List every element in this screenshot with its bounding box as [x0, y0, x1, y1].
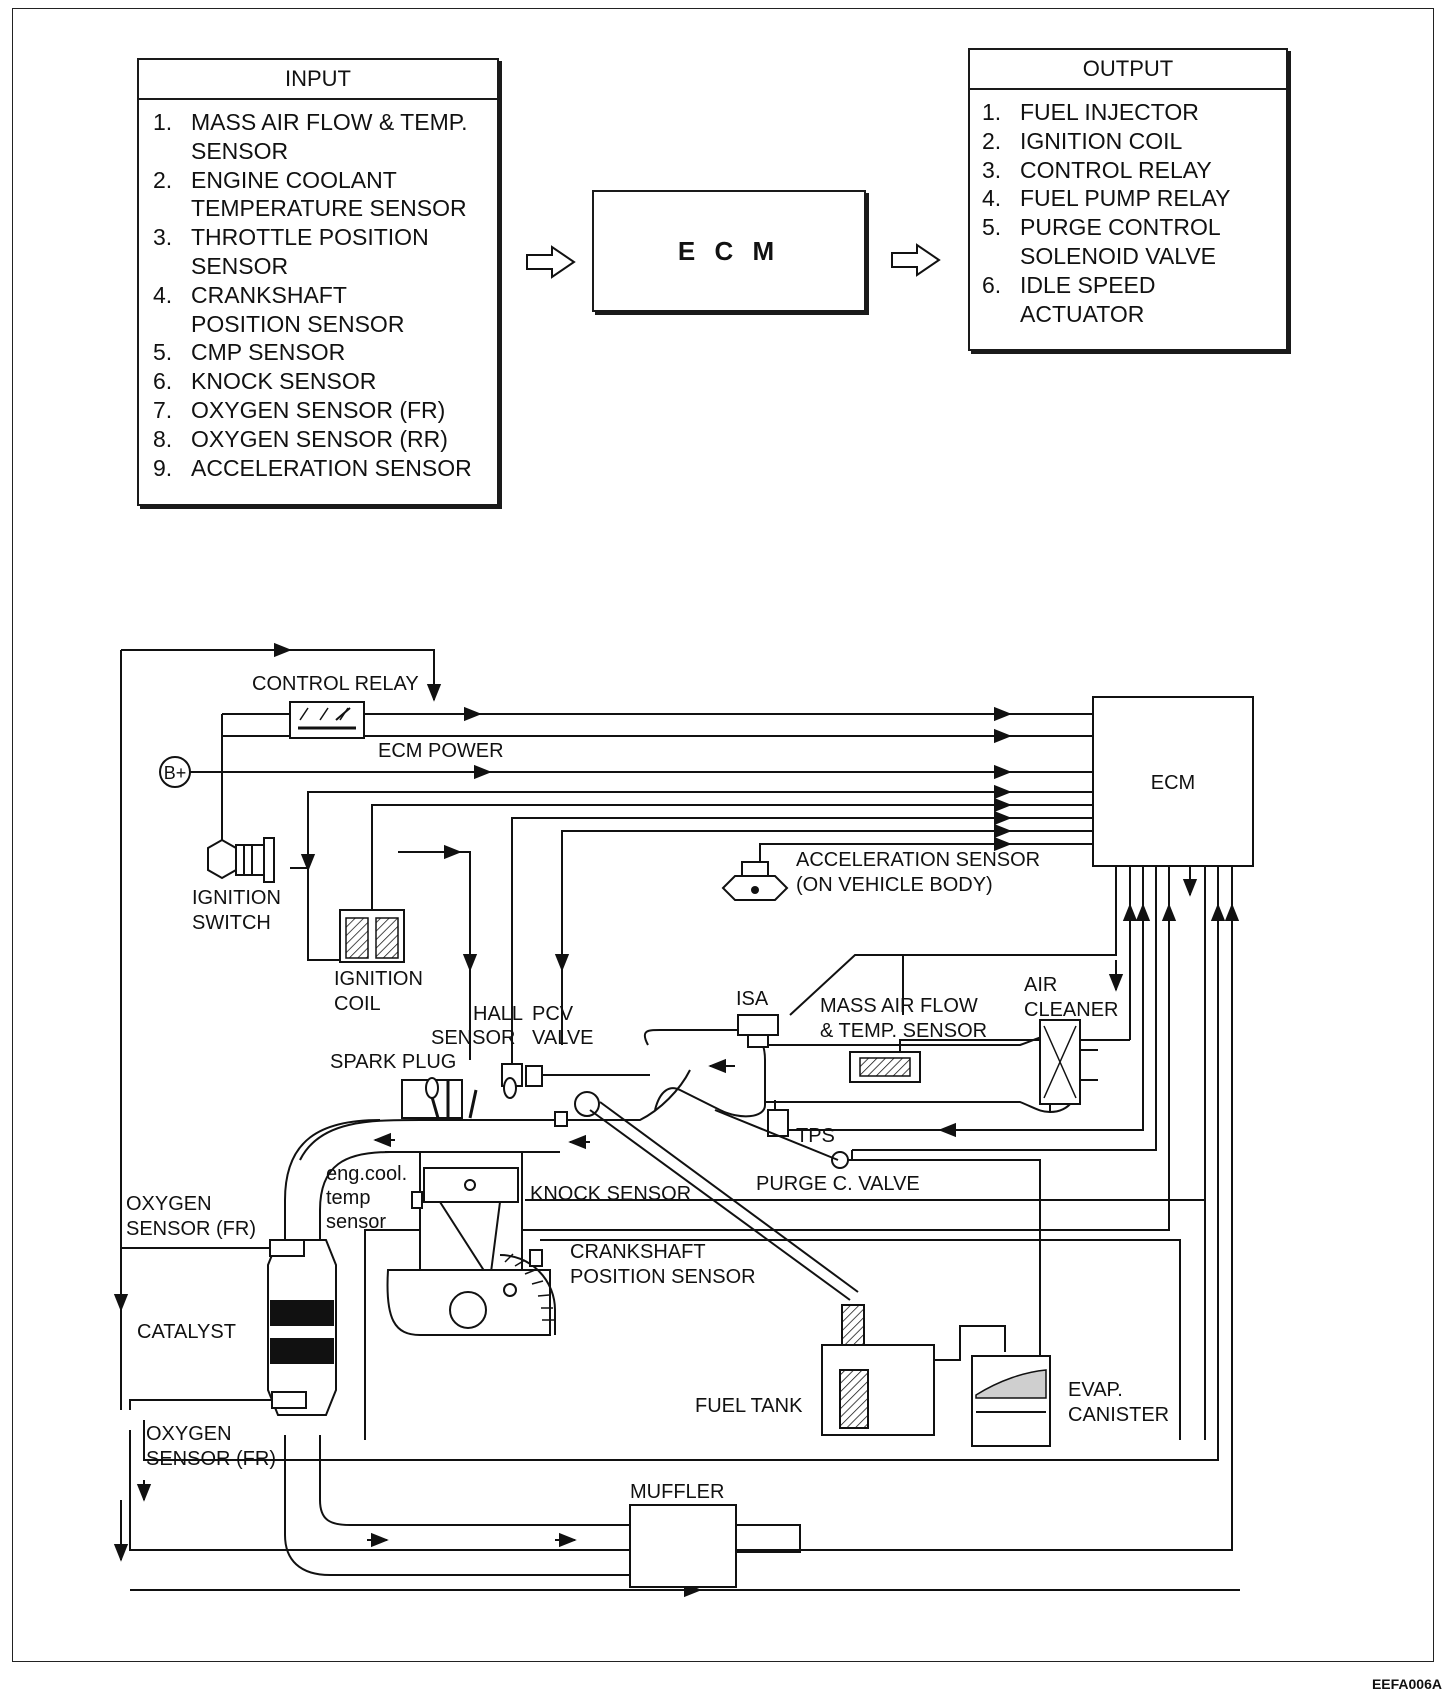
input-list: 1.MASS AIR FLOW & TEMP. SENSOR 2.ENGINE … — [139, 100, 497, 482]
evap-canister — [971, 1355, 1051, 1447]
ignition-coil — [339, 909, 405, 963]
fuel-line — [589, 1109, 851, 1301]
output-list: 1.FUEL INJECTOR 2.IGNITION COIL 3.CONTRO… — [970, 90, 1286, 328]
hall-sensor-label: SENSOR — [431, 1027, 515, 1049]
list-item: 6.KNOCK SENSOR — [153, 368, 377, 395]
wiring — [113, 642, 1240, 1598]
list-item: 4.FUEL PUMP RELAY — [982, 185, 1231, 212]
ecm-module — [1092, 696, 1254, 867]
list-item: 1.FUEL INJECTOR — [982, 99, 1199, 125]
evap-canister-label: CANISTER — [1068, 1404, 1169, 1426]
oxygen-sensor-front-label: SENSOR (FR) — [126, 1218, 256, 1240]
evap-canister-label: EVAP. — [1068, 1379, 1123, 1401]
crankshaft-sensor-label: POSITION SENSOR — [570, 1266, 756, 1288]
maf-sensor-label: & TEMP. SENSOR — [820, 1020, 987, 1042]
ecm-block-label: E C M — [677, 236, 781, 266]
purge-control-valve — [714, 1109, 1041, 1390]
output-title: OUTPUT — [970, 50, 1286, 90]
air-cleaner — [1039, 1019, 1098, 1105]
acceleration-sensor — [721, 861, 789, 901]
hall-sensor-label: HALL — [473, 1003, 523, 1025]
ecm-block: E C M — [592, 190, 866, 312]
engine-block — [299, 1069, 691, 1336]
spark-plug-label: SPARK PLUG — [330, 1051, 456, 1073]
ignition-coil-label: COIL — [334, 993, 381, 1015]
acceleration-sensor-label: (ON VEHICLE BODY) — [796, 874, 993, 896]
fuel-tank-label: FUEL TANK — [695, 1395, 803, 1417]
fuel-line — [599, 1101, 859, 1293]
ecm-to-output-arrow — [891, 243, 941, 277]
fuel-tank — [821, 1304, 1006, 1436]
output-list-box: OUTPUT 1.FUEL INJECTOR 2.IGNITION COIL 3… — [968, 48, 1288, 351]
pcv-valve — [525, 1065, 543, 1087]
maf-sensor-label: MASS AIR FLOW — [820, 995, 978, 1017]
battery-terminal — [159, 756, 191, 788]
ignition-switch-label: IGNITION — [192, 887, 281, 909]
oxygen-sensor-front-label: OXYGEN — [126, 1193, 212, 1215]
ignition-switch — [207, 837, 275, 883]
oxygen-sensor-front — [269, 1239, 305, 1257]
oxygen-sensor-rear — [271, 1391, 307, 1409]
pcv-valve-label: VALVE — [532, 1027, 594, 1049]
list-item: 5.PURGE CONTROL SOLENOID VALVE — [982, 214, 1221, 269]
purge-valve-label: PURGE C. VALVE — [756, 1173, 920, 1195]
battery-label: B+ — [164, 763, 187, 783]
input-title: INPUT — [139, 60, 497, 100]
control-relay — [289, 701, 365, 739]
coolant-temp-label: temp — [326, 1187, 370, 1209]
pcv-valve-label: PCV — [532, 1003, 574, 1025]
oxygen-sensor-rear-label: SENSOR (FR) — [146, 1448, 276, 1470]
coolant-temp-label: eng.cool. — [326, 1163, 407, 1185]
input-list-box: INPUT 1.MASS AIR FLOW & TEMP. SENSOR 2.E… — [137, 58, 499, 506]
air-cleaner-label: AIR — [1024, 974, 1057, 996]
input-to-ecm-arrow — [526, 245, 576, 279]
list-item: 1.MASS AIR FLOW & TEMP. SENSOR — [153, 109, 468, 164]
muffler — [629, 1504, 737, 1588]
oxygen-sensor-rear-label: OXYGEN — [146, 1423, 232, 1445]
catalytic-converter — [267, 1239, 337, 1416]
air-cleaner-label: CLEANER — [1024, 999, 1118, 1021]
list-item: 6.IDLE SPEED ACTUATOR — [982, 271, 1156, 327]
tps-label: TPS — [796, 1125, 835, 1147]
isa-label: ISA — [736, 988, 769, 1010]
isa-actuator — [737, 1014, 779, 1048]
acceleration-sensor-label: ACCELERATION SENSOR — [796, 849, 1040, 871]
crankshaft-sensor-label: CRANKSHAFT — [570, 1241, 706, 1263]
figure-code: EEFA006A — [1371, 1676, 1442, 1692]
ignition-coil-label: IGNITION — [334, 968, 423, 990]
exhaust-pipe — [284, 1119, 801, 1576]
page-frame — [12, 8, 1434, 1662]
list-item: 5.CMP SENSOR — [153, 339, 346, 366]
list-item: 8.OXYGEN SENSOR (RR) — [153, 425, 448, 452]
list-item: 9.ACCELERATION SENSOR — [153, 454, 472, 481]
muffler-label: MUFFLER — [630, 1481, 724, 1503]
list-item: 3.THROTTLE POSITION SENSOR — [153, 224, 429, 279]
list-item: 4.CRANKSHAFT POSITION SENSOR — [153, 281, 405, 337]
maf-sensor — [849, 1051, 921, 1083]
list-item: 7.OXYGEN SENSOR (FR) — [153, 396, 446, 423]
ignition-switch-label: SWITCH — [192, 912, 271, 934]
control-relay-label: CONTROL RELAY — [252, 673, 419, 695]
list-item: 2.ENGINE COOLANT TEMPERATURE SENSOR — [153, 166, 467, 222]
catalyst-label: CATALYST — [137, 1321, 236, 1343]
knock-sensor-label: KNOCK SENSOR — [530, 1183, 691, 1205]
ecm-label: ECM — [1151, 772, 1195, 794]
ecm-power-label: ECM POWER — [378, 740, 504, 762]
list-item: 3.CONTROL RELAY — [982, 156, 1212, 183]
list-item: 2.IGNITION COIL — [982, 127, 1183, 154]
coolant-temp-label: sensor — [326, 1211, 386, 1233]
